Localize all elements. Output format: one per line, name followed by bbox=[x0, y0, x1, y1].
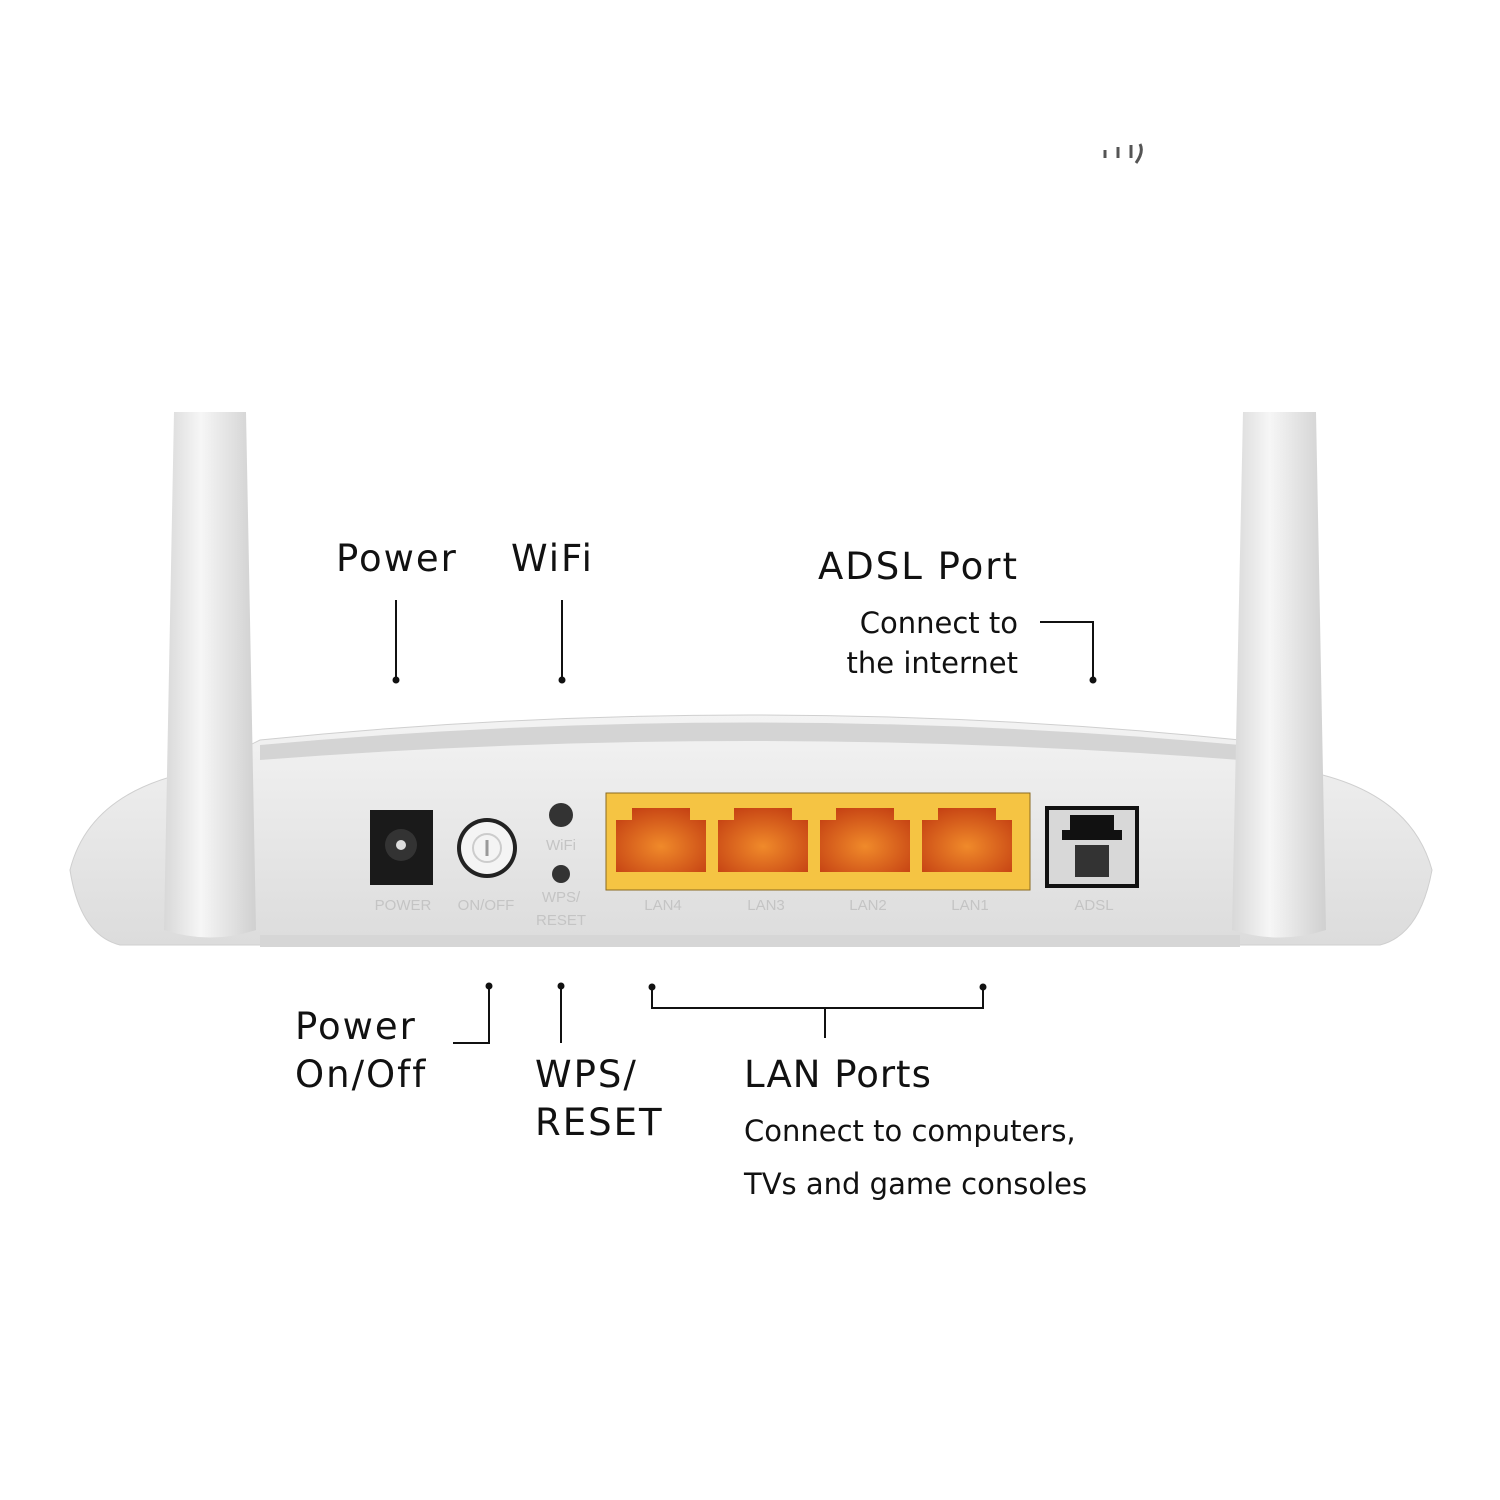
power-switch bbox=[457, 818, 517, 878]
device-label-adsl: ADSL bbox=[1074, 897, 1113, 914]
right-antenna bbox=[1232, 412, 1326, 938]
wps-reset-button bbox=[552, 865, 570, 883]
lan2-port bbox=[820, 808, 910, 872]
lan3-port bbox=[718, 808, 808, 872]
adsl-port bbox=[1045, 806, 1139, 888]
callout-lan-title: LAN Ports bbox=[744, 1053, 932, 1096]
callout-adsl-desc-2: the internet bbox=[846, 646, 1018, 680]
device-label-power: POWER bbox=[375, 897, 432, 914]
callout-power-onoff-2: On/Off bbox=[295, 1053, 428, 1096]
power-jack bbox=[370, 810, 433, 885]
callout-power: Power bbox=[336, 537, 458, 580]
callout-wps-2: RESET bbox=[535, 1101, 664, 1144]
device-label-lan4: LAN4 bbox=[644, 897, 682, 914]
callout-adsl-desc-1: Connect to bbox=[859, 606, 1018, 640]
decorative-mark-icon bbox=[1103, 143, 1143, 164]
left-antenna bbox=[164, 412, 256, 938]
callout-power-onoff-1: Power bbox=[295, 1005, 417, 1048]
wifi-button bbox=[549, 803, 573, 827]
device-label-lan2: LAN2 bbox=[849, 897, 887, 914]
device-label-lan1: LAN1 bbox=[951, 897, 989, 914]
lan-ports bbox=[616, 808, 1012, 872]
device-label-wifi: WiFi bbox=[546, 837, 576, 854]
device-label-reset: RESET bbox=[536, 912, 586, 929]
device-label-wps: WPS/ bbox=[542, 889, 581, 906]
device-label-lan3: LAN3 bbox=[747, 897, 785, 914]
callout-wps-1: WPS/ bbox=[535, 1053, 638, 1096]
device-label-onoff: ON/OFF bbox=[458, 897, 515, 914]
lan1-port bbox=[922, 808, 1012, 872]
leader-dots bbox=[392, 676, 1097, 991]
callout-wifi: WiFi bbox=[511, 537, 594, 580]
callout-lan-desc-2: TVs and game consoles bbox=[744, 1167, 1088, 1201]
callout-lan-desc-1: Connect to computers, bbox=[744, 1114, 1076, 1148]
lan4-port bbox=[616, 808, 706, 872]
callout-adsl-title: ADSL Port bbox=[818, 545, 1020, 588]
leader-lines bbox=[395, 600, 1094, 1044]
